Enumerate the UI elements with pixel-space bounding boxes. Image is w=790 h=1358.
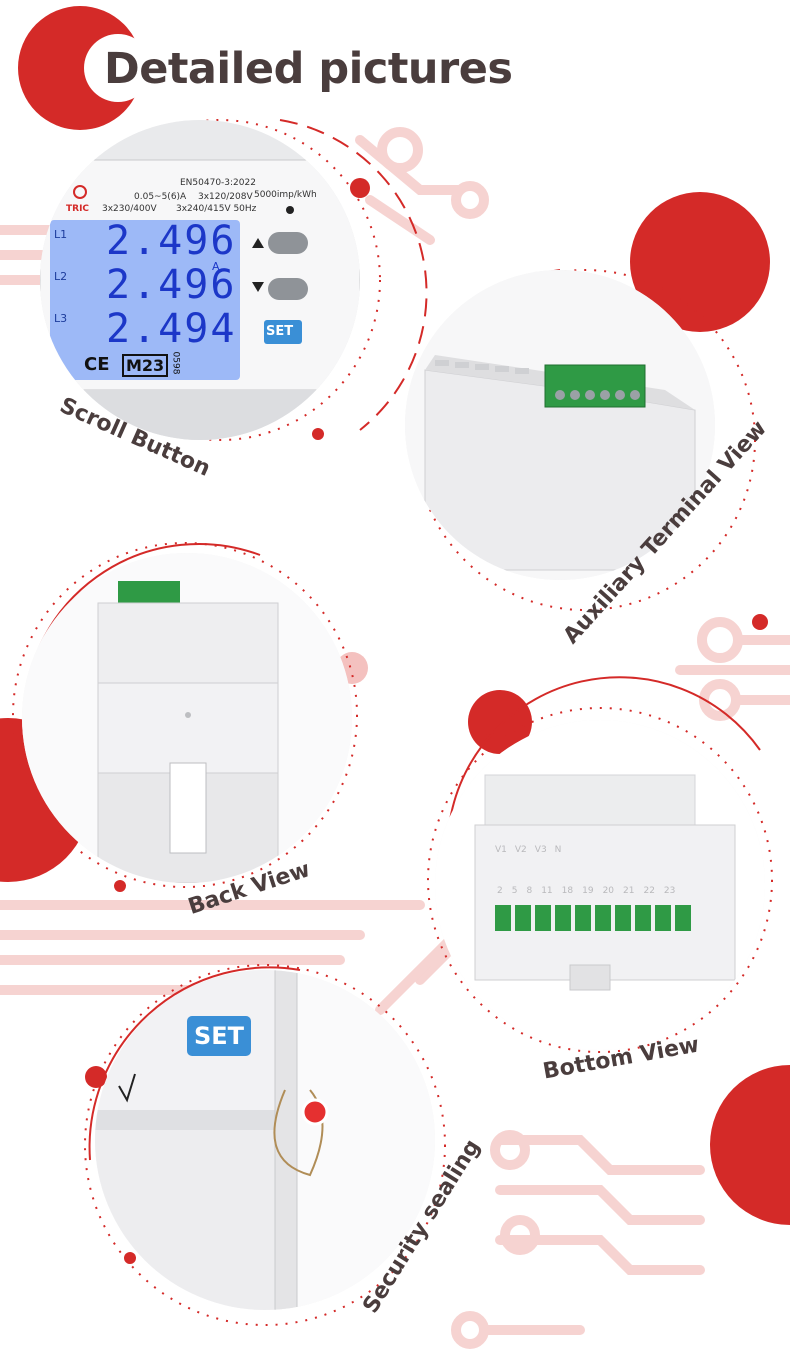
set-button-closeup[interactable]: SET <box>194 1022 245 1050</box>
terminal-illustration <box>405 270 715 580</box>
photo-bottom-view: V1 V2 V3 N 2 5 8 11 18 19 20 21 22 23 <box>435 720 765 1050</box>
terminal-label: 11 <box>541 886 553 896</box>
dotted-ring <box>414 269 756 611</box>
dotted-ring <box>84 964 446 1326</box>
terminal-label: V2 <box>514 845 527 855</box>
accent-ring-inner <box>84 34 152 102</box>
ce-mark: CE <box>84 354 110 375</box>
sealing-illustration <box>95 970 435 1310</box>
terminal-label: 18 <box>561 886 574 896</box>
photo-security-sealing: SET <box>95 970 435 1310</box>
brand-fragment: TRIC <box>66 204 90 214</box>
terminal-label: 2 <box>497 886 503 896</box>
photo-auxiliary-terminal <box>405 270 715 580</box>
terminal-label: V1 <box>495 845 507 855</box>
page-title: Detailed pictures <box>104 44 513 94</box>
terminal-label: N <box>554 845 562 855</box>
lcd-reading-3: 2.494 <box>106 306 237 352</box>
meter-front-illustration <box>40 120 360 440</box>
lcd-reading-1: 2.496 <box>106 218 237 264</box>
phase-label-3: L3 <box>54 312 68 325</box>
solid-arc <box>449 676 761 821</box>
ring-dot <box>312 428 324 440</box>
lcd-unit: A <box>212 260 220 273</box>
terminal-label: 22 <box>643 886 655 896</box>
terminal-label: 8 <box>526 886 533 896</box>
terminal-label: 5 <box>511 886 518 896</box>
accent-circle <box>630 192 770 332</box>
m23-mark: M23 <box>122 354 169 377</box>
meter-impulse: 5000imp/kWh <box>254 190 317 200</box>
m23-code: 0598 <box>170 351 181 375</box>
dotted-ring <box>59 119 381 441</box>
photo-back-view <box>22 553 352 883</box>
ring-dot <box>350 178 370 198</box>
photo-scroll-button: EN50470-3:2022 0.05~5(6)A 3x120/208V 3x2… <box>40 120 360 440</box>
ring-dot <box>114 880 126 892</box>
dashed-arc <box>279 119 428 431</box>
dotted-ring <box>427 707 773 1053</box>
terminal-label: V3 <box>534 845 547 855</box>
terminal-label: 21 <box>623 886 635 896</box>
back-illustration <box>22 553 352 883</box>
phase-label-2: L2 <box>54 270 68 283</box>
ring-dot <box>752 614 768 630</box>
phase-label-1: L1 <box>54 228 68 241</box>
meter-current: 0.05~5(6)A <box>134 192 187 202</box>
terminal-top-labels: V1 V2 V3 N <box>495 845 561 855</box>
terminal-label: 23 <box>663 886 676 896</box>
dotted-ring <box>12 542 358 888</box>
terminal-label: 19 <box>582 886 594 896</box>
solid-arc <box>88 966 301 1161</box>
ring-dot <box>124 1252 136 1264</box>
set-button[interactable]: SET <box>266 324 294 339</box>
terminal-label: 20 <box>602 886 615 896</box>
meter-voltage-c: 3x240/415V 50Hz <box>176 204 257 214</box>
terminal-bottom-labels: 2 5 8 11 18 19 20 21 22 23 <box>497 886 675 896</box>
meter-voltage-b: 3x230/400V <box>102 204 157 214</box>
lcd-reading-2: 2.496 <box>106 262 237 308</box>
meter-voltage-a: 3x120/208V <box>198 192 253 202</box>
bottom-illustration <box>435 720 765 1050</box>
meter-standard: EN50470-3:2022 <box>180 178 256 188</box>
accent-circle <box>710 1065 790 1225</box>
